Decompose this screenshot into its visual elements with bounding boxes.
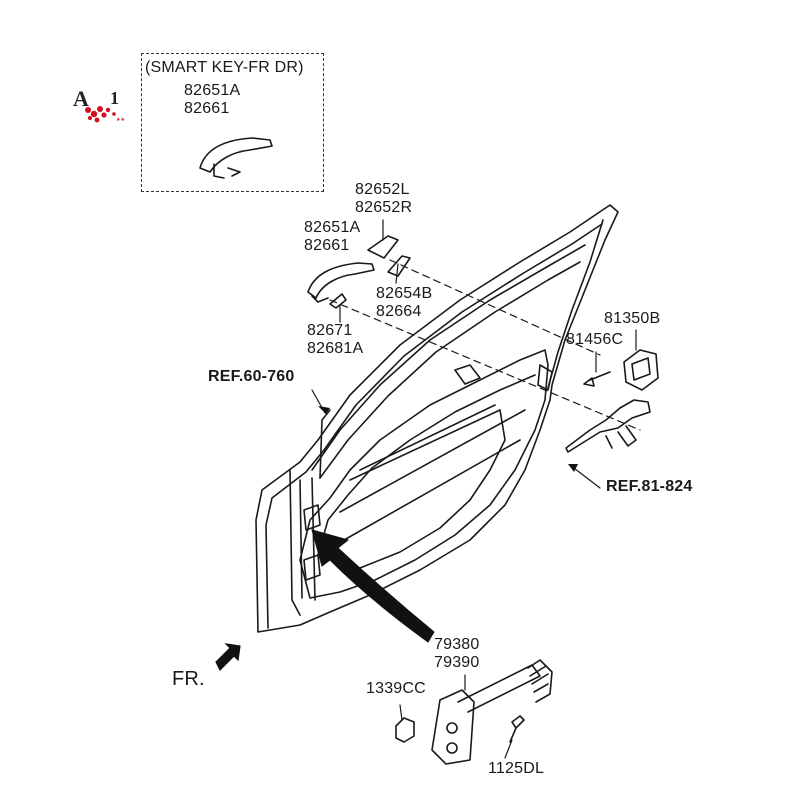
handle-covers — [329, 235, 411, 309]
callout-handle-cover-inner: 82654B 82664 — [376, 285, 432, 321]
callout-outside-handle: 82651A 82661 — [304, 219, 360, 255]
ref-latch-label: REF.81-824 — [606, 478, 693, 495]
outside-handle — [307, 262, 375, 303]
ref-arrow-heads — [318, 406, 578, 472]
svg-text:A: A — [73, 86, 89, 111]
callout-handle-cover-lr: 82652L 82652R — [355, 181, 412, 217]
smart-key-callout-box — [141, 53, 324, 192]
checker-hardware — [395, 715, 525, 743]
part-number: 79390 — [434, 654, 480, 671]
part-number: 79380 — [434, 636, 480, 653]
svg-text:★★: ★★ — [116, 117, 125, 123]
part-number: 82651A — [304, 219, 361, 236]
callout-striker-assy: 81350B — [604, 310, 661, 327]
part-number: 82651A — [184, 82, 241, 99]
striker-assembly — [583, 349, 659, 391]
smart-key-box-title: (SMART KEY-FR DR) — [145, 59, 304, 76]
callout-striker-bolt: 81456C — [566, 331, 624, 348]
svg-text:1: 1 — [110, 88, 119, 108]
door-checker — [431, 659, 553, 765]
door-latch — [565, 399, 651, 453]
part-number: 82681A — [307, 340, 364, 357]
reference-lines — [329, 259, 641, 431]
front-direction-label: FR. — [172, 668, 205, 690]
ref-door-panel-label: REF.60-760 — [208, 368, 295, 385]
callout-checker-nut: 1339CC — [366, 680, 426, 697]
hinge-pointer-arrow — [311, 529, 435, 643]
door-inner-panel — [299, 349, 553, 599]
part-number: 82661 — [184, 100, 230, 117]
smart-key-handle — [199, 137, 273, 179]
door-outer-shell — [255, 204, 619, 633]
part-number: 82661 — [304, 237, 350, 254]
part-number: 82664 — [376, 303, 422, 320]
callout-checker-bolt: 1125DL — [488, 760, 545, 777]
hinge-pillar — [289, 469, 321, 616]
seal-stamp-icon: A 1 ★★ — [73, 86, 125, 123]
callout-handle-base: 82671 82681A — [307, 322, 363, 358]
leader-lines — [311, 219, 637, 759]
smart-key-part-numbers: 82651A 82661 — [184, 82, 240, 118]
part-number: 82652L — [355, 181, 410, 198]
front-direction-arrow — [215, 643, 241, 672]
window-frame — [311, 244, 586, 479]
part-number: 82652R — [355, 199, 413, 216]
part-number: 82654B — [376, 285, 433, 302]
part-number: 82671 — [307, 322, 353, 339]
callout-door-checker: 79380 79390 — [434, 636, 480, 672]
